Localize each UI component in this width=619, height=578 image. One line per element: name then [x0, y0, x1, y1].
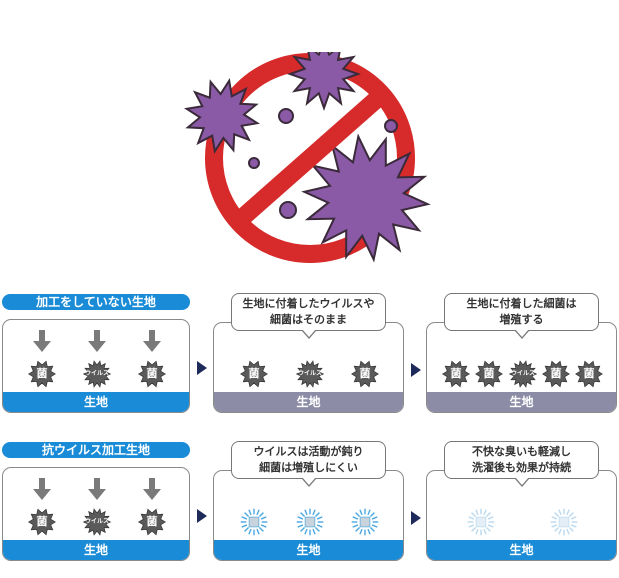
bubble-tail [301, 478, 316, 487]
germ-label: 菌 [36, 515, 48, 528]
fabric-panel: 生地 菌 ウイルス 菌 [2, 467, 190, 561]
fabric-panel: 生地 菌 ウイルス 菌 [2, 319, 190, 413]
bubble-line: 不快な臭いも軽減し [472, 445, 571, 458]
prohibited-virus-icon [184, 52, 431, 263]
virus-label: ウイルス [510, 370, 535, 377]
down-arrow-icon [88, 478, 106, 500]
germ-label: 菌 [146, 515, 158, 528]
virus-label: ウイルス [84, 518, 109, 525]
triangle-right-icon [197, 361, 207, 375]
speech-bubble: 生地に付着した細菌は増殖する [444, 293, 599, 331]
virus-left-icon [184, 77, 261, 155]
bubble-line: 生地に付着したウイルスや [242, 297, 375, 310]
bubble-tail [514, 330, 529, 339]
fabric-panel: 生地 菌 ウイルス 菌 [213, 322, 404, 413]
weakened-germ-icon [351, 508, 379, 536]
faded-germ-icon [467, 508, 495, 536]
germ-label: 菌 [450, 367, 462, 380]
bubble-line: ウイルスは活動が鈍り [253, 445, 364, 458]
bubble-line: 洗濯後も効果が持続 [472, 461, 571, 474]
virus-icon: ウイルス [508, 360, 538, 388]
bubble-line: 細菌は増殖しにくい [259, 461, 358, 474]
down-arrow-icon [88, 330, 106, 352]
virus-icon: ウイルス [82, 508, 112, 536]
virus-icon: ウイルス [82, 360, 112, 388]
speech-bubble: 不快な臭いも軽減し洗濯後も効果が持続 [444, 441, 599, 479]
germ-label: 菌 [550, 367, 562, 380]
speech-bubble: 生地に付着したウイルスや細菌はそのまま [231, 293, 386, 331]
spore-dots [248, 108, 398, 219]
bubble-line: 増殖する [499, 313, 544, 326]
germ-icon: 菌 [138, 360, 166, 388]
germ-label: 菌 [359, 367, 371, 380]
fabric-ground: 生地 [427, 392, 616, 412]
weakened-germ-icon [240, 508, 268, 536]
bubble-tail [301, 330, 316, 339]
virus-large-icon [301, 133, 431, 263]
triangle-right-icon [197, 509, 207, 523]
bubble-line: 生地に付着した細菌は [466, 297, 577, 310]
germ-icon: 菌 [28, 360, 56, 388]
triangle-right-icon [411, 510, 421, 525]
down-arrow-icon [33, 330, 51, 352]
germ-icon: 菌 [240, 360, 268, 388]
germ-icon: 菌 [351, 360, 379, 388]
germ-label: 菌 [583, 367, 595, 380]
germ-label: 菌 [483, 367, 495, 380]
germ-icon: 菌 [138, 508, 166, 536]
germ-icon: 菌 [28, 508, 56, 536]
virus-top-icon [287, 52, 361, 111]
virus-label: ウイルス [297, 370, 322, 377]
germ-icon: 菌 [575, 360, 603, 388]
germ-icon: 菌 [442, 360, 470, 388]
down-arrow-icon [143, 330, 161, 352]
faded-virus-icon [550, 508, 578, 536]
fabric-ground: 生地 [3, 540, 189, 560]
virus-icon: ウイルス [295, 360, 325, 388]
fabric-ground: 生地 [3, 392, 189, 412]
down-arrow-icon [143, 478, 161, 500]
triangle-right-icon [411, 362, 421, 377]
row-label: 加工をしていない生地 [2, 294, 190, 310]
fabric-ground: 生地 [214, 540, 403, 560]
prohibit-slash [236, 91, 384, 225]
germ-label: 菌 [146, 367, 158, 380]
fabric-panel: 生地 [426, 470, 617, 561]
fabric-panel: 生地 [213, 470, 404, 561]
speech-bubble: ウイルスは活動が鈍り細菌は増殖しにくい [231, 441, 386, 479]
germ-icon: 菌 [475, 360, 503, 388]
weakened-virus-icon [296, 508, 324, 536]
germ-label: 菌 [248, 367, 260, 380]
germ-label: 菌 [36, 367, 48, 380]
virus-label: ウイルス [84, 370, 109, 377]
down-arrow-icon [33, 478, 51, 500]
bubble-tail [514, 478, 529, 487]
bubble-line: 細菌はそのまま [270, 313, 347, 326]
row-label: 抗ウイルス加工生地 [2, 442, 190, 458]
germ-icon: 菌 [542, 360, 570, 388]
fabric-ground: 生地 [214, 392, 403, 412]
fabric-ground: 生地 [427, 540, 616, 560]
